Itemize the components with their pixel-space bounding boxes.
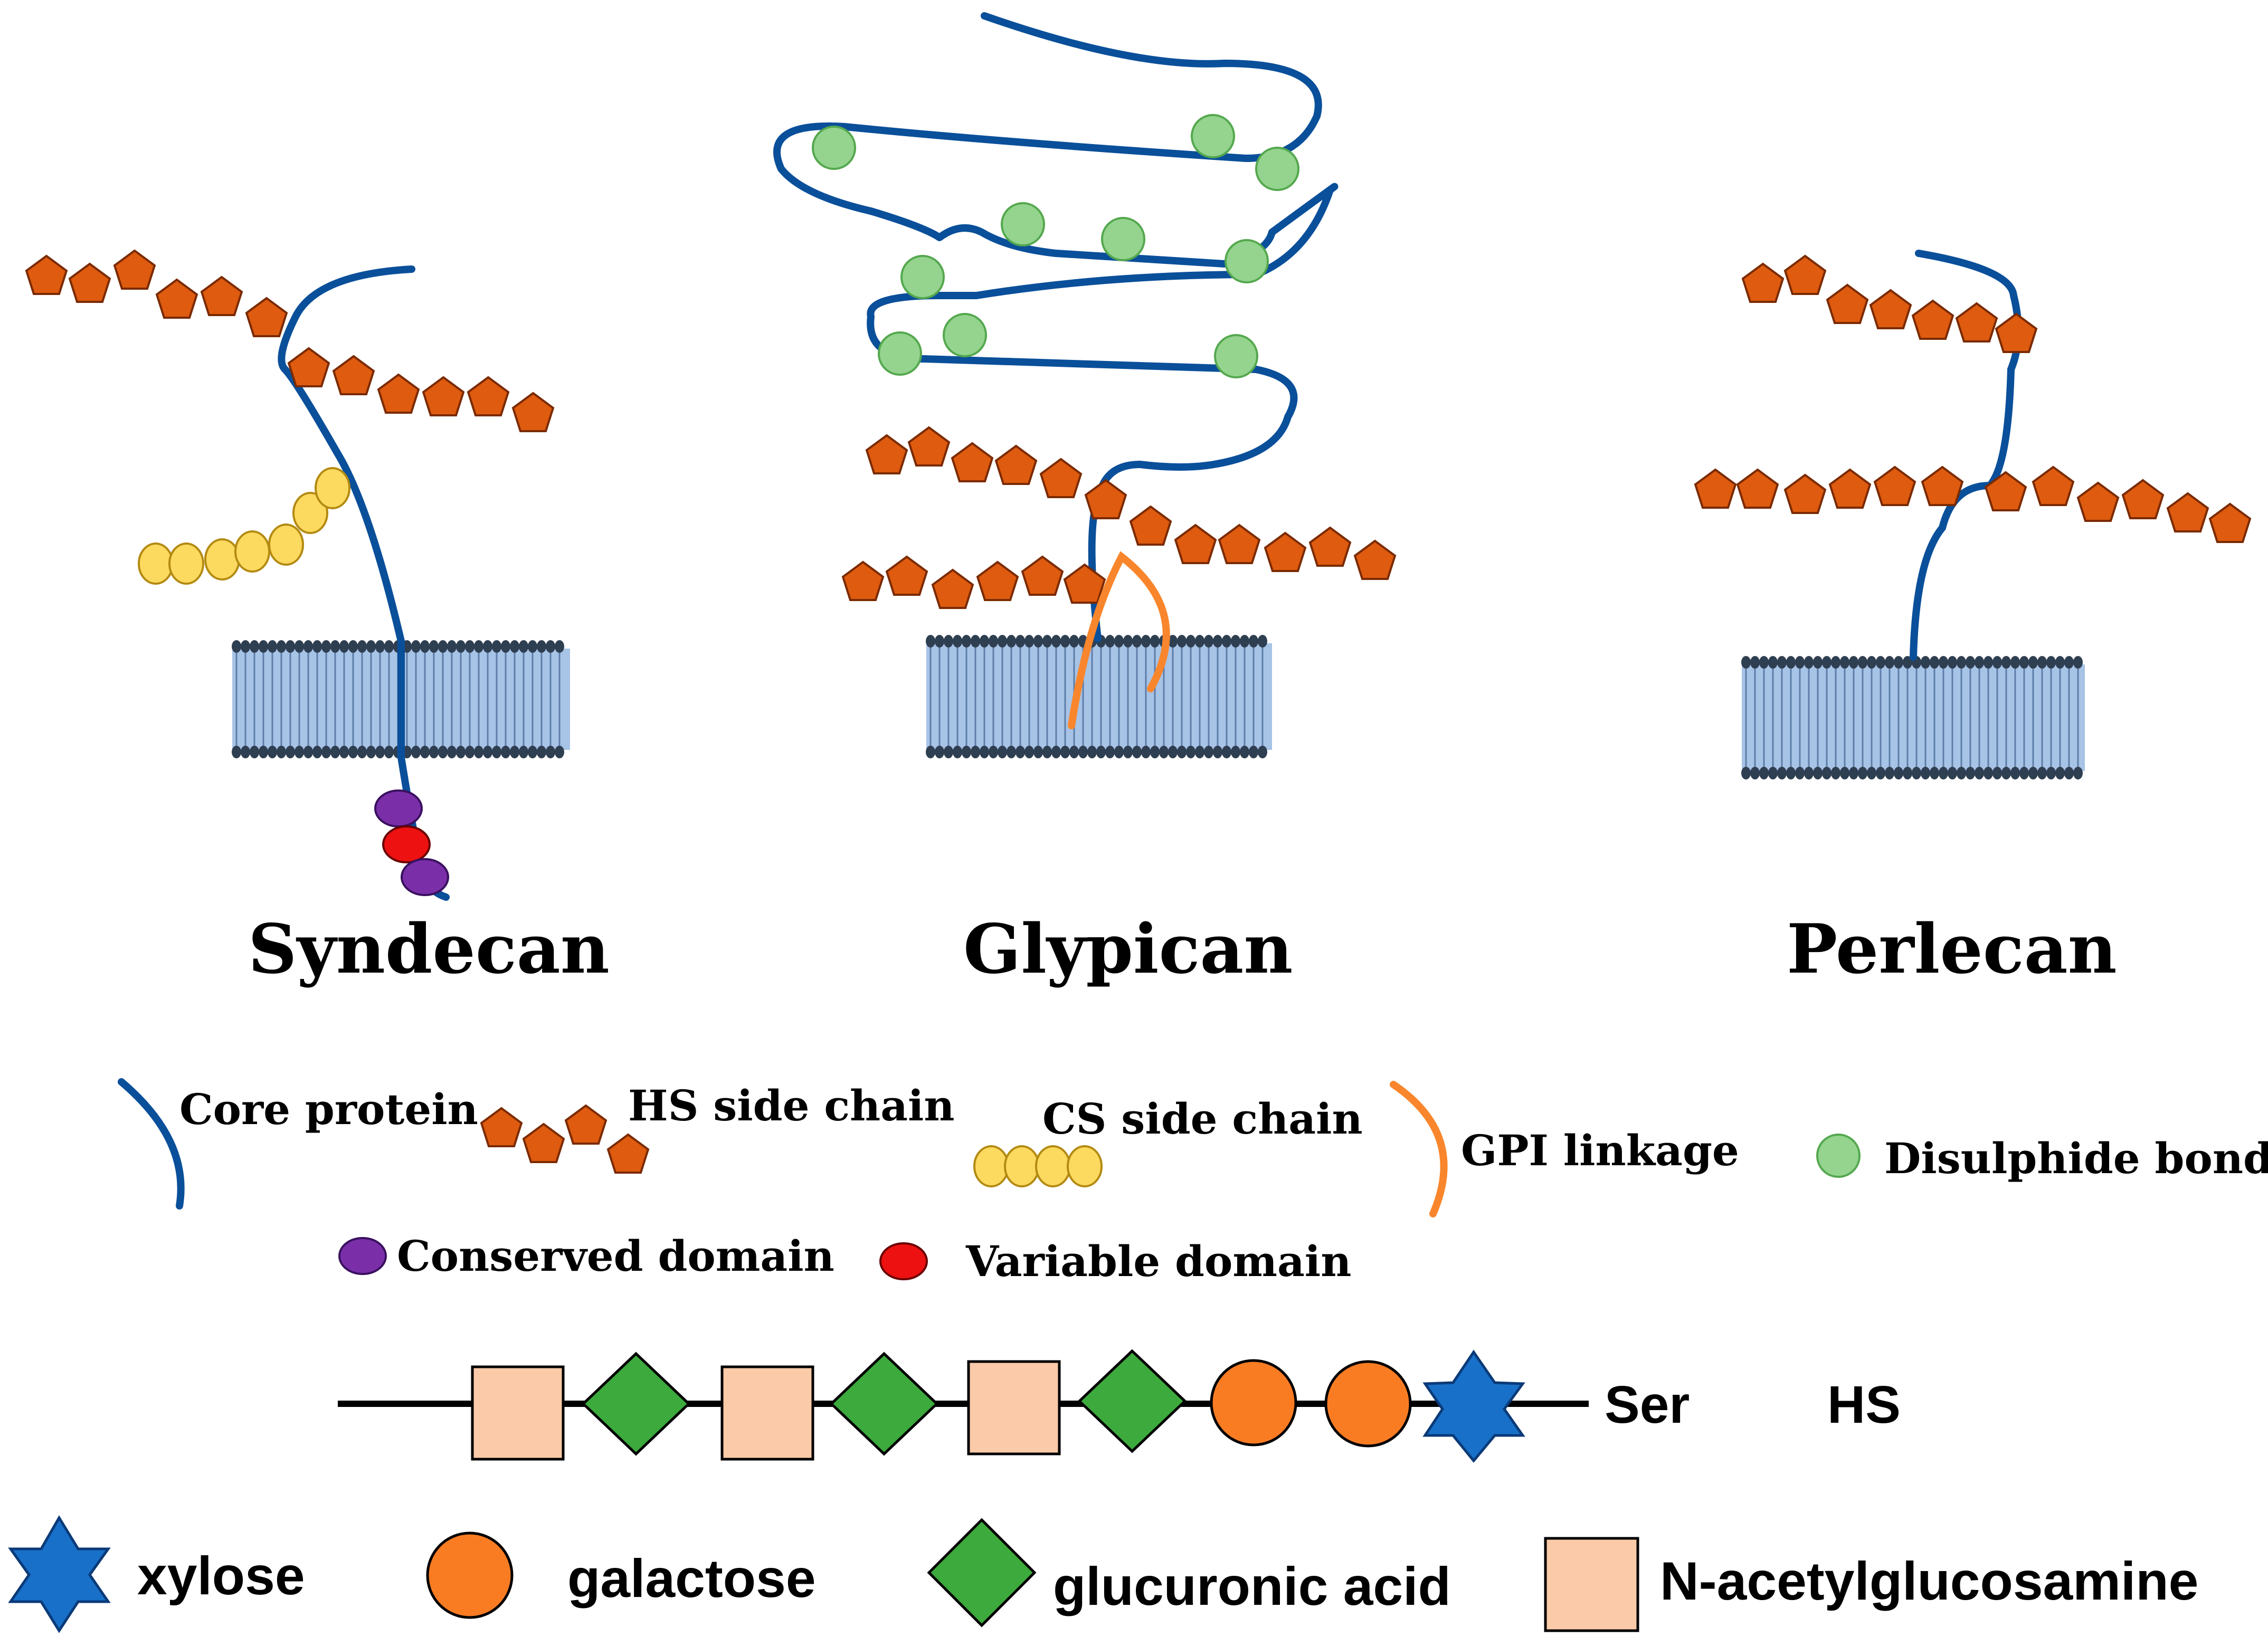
galactose-circle-2 (1324, 1360, 1412, 1448)
syndecan-group (25, 250, 570, 901)
syndecan-title: Syndecan (248, 910, 610, 989)
legend-gpi-linkage-label: GPI linkage (1461, 1126, 1739, 1175)
legend-conserved-domain-icon (338, 1237, 387, 1275)
perlecan-group (1694, 250, 2251, 779)
glucuronic-acid-legend-icon (927, 1518, 1037, 1628)
glypican-disulphide-bonds (812, 114, 1299, 378)
glucuronic-diamond-2 (829, 1352, 939, 1456)
glypican-gpi-linkage (1068, 551, 1170, 729)
legend-core-protein-label: Core protein (179, 1084, 478, 1134)
glypican-group (773, 12, 1396, 758)
perlecan-hs-chain-lower (1694, 466, 2251, 543)
legend-hs-side-chain-icon (480, 1105, 649, 1174)
legend-hs-side-chain-label: HS side chain (628, 1081, 955, 1130)
galactose-circle-1 (1210, 1359, 1297, 1447)
legend-gpi-linkage-icon (1390, 1081, 1448, 1217)
conserved-domain-1 (374, 789, 423, 827)
legend-cs-side-chain-icon (973, 1145, 1103, 1187)
n-acetylglucosamine-legend-label: N-acetylglucosamine (1660, 1551, 2199, 1611)
syndecan-cytoplasmic-domains (374, 789, 449, 896)
glypican-hs-chain-upper (866, 426, 1396, 580)
perlecan-membrane (1741, 656, 2085, 779)
glypican-hs-chain-lower (842, 556, 1106, 609)
glypican-core-protein (773, 12, 1339, 642)
legend-cs-side-chain-label: CS side chain (1042, 1094, 1363, 1144)
xylose-legend-icon (8, 1515, 111, 1633)
variable-domain (382, 825, 431, 863)
legend-disulphide-bond-label: Disulphide bond (1884, 1134, 2268, 1183)
galactose-legend-icon (426, 1531, 514, 1619)
xylose-star (1422, 1349, 1525, 1463)
syndecan-hs-chain-upper (25, 250, 288, 337)
glypican-title: Glypican (963, 910, 1293, 989)
hs-chain-diagram (338, 1349, 1589, 1463)
legend-disulphide-bond-icon (1816, 1134, 1861, 1178)
hs-chain-ser-label: Ser (1605, 1375, 1690, 1434)
n-acetylglucosamine-legend-icon (1544, 1537, 1639, 1632)
galactose-legend-label: galactose (567, 1548, 816, 1609)
hs-chain-name-label: HS (1827, 1375, 1901, 1434)
glucuronic-diamond-3 (1077, 1349, 1187, 1453)
glcnac-square-1 (471, 1365, 565, 1461)
glcnac-square-2 (720, 1365, 814, 1461)
glcnac-square-3 (967, 1360, 1061, 1455)
perlecan-core-protein (1910, 250, 2022, 661)
legend-conserved-domain-label: Conserved domain (397, 1231, 834, 1281)
perlecan-title: Perlecan (1787, 910, 2117, 989)
glucuronic-acid-legend-label: glucuronic acid (1053, 1556, 1451, 1616)
xylose-legend-label: xylose (137, 1546, 305, 1606)
legend-core-protein-icon (118, 1078, 185, 1210)
syndecan-hs-chain-lower (288, 347, 554, 432)
glucuronic-diamond-1 (581, 1352, 691, 1456)
syndecan-cs-chain (138, 467, 350, 585)
conserved-domain-2 (401, 858, 449, 896)
glypican-membrane (926, 635, 1272, 758)
legend-variable-domain-icon (879, 1242, 928, 1280)
legend-variable-domain-label: Variable domain (966, 1236, 1352, 1286)
